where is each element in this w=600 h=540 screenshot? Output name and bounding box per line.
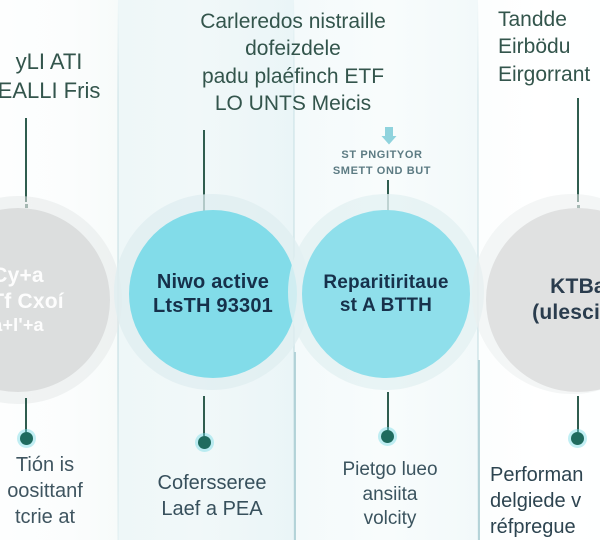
- bottom-caption-column-1: Tión is oosittanf tcrie at: [0, 452, 130, 530]
- connector-node-bottom-2: [198, 436, 211, 449]
- circle-cyan-two[interactable]: Reparitiritaue st A BTTH: [302, 210, 470, 378]
- top-heading-4-line-3: Eirgorrant: [498, 62, 591, 86]
- top-heading-column-2: Carleredos nistraille dofeizdele padu pl…: [148, 8, 438, 117]
- connector-stem-bottom-3: [387, 392, 389, 430]
- circle-4-line-2: (ulesciac: [532, 301, 600, 324]
- circle-3-line-2: st A BTTH: [339, 295, 433, 316]
- connector-stem-top-4: [577, 98, 579, 202]
- connector-node-bottom-4: [571, 432, 584, 445]
- circle-cyan-one[interactable]: Niwo active LtsTH 93301: [129, 210, 297, 378]
- lower-divider-rule-1: [294, 352, 296, 540]
- top-heading-1-line-2: EALLI Fris: [0, 77, 101, 103]
- bottom-caption-4-line-1: Performan: [490, 464, 584, 486]
- circle-4-line-1: KTBa: [550, 275, 600, 299]
- bottom-caption-1-line-2: oosittanf: [7, 480, 83, 502]
- bottom-caption-column-2: Cofersseree Laef a PEA: [126, 470, 298, 522]
- circle-1-line-3: a+I'+a: [0, 314, 44, 335]
- bottom-caption-2-line-1: Cofersseree: [157, 472, 267, 494]
- bottom-caption-column-3: Pietgo lueo ansiita volcity: [310, 458, 470, 532]
- connector-stem-bottom-4: [577, 396, 579, 432]
- top-heading-column-1: yLI ATI EALLI Fris: [0, 48, 134, 105]
- bottom-caption-column-4: Performan delgiede v réfpregue: [490, 462, 600, 540]
- mid-note-line-1: ST PNGITYOR: [341, 149, 423, 161]
- connector-stem-top-1: [25, 118, 27, 202]
- bottom-caption-3-line-2: ansiita: [362, 483, 418, 505]
- connector-stem-bottom-2: [203, 396, 205, 436]
- circle-3-line-1: Reparitiritaue: [323, 271, 449, 293]
- connector-stem-bottom-1: [25, 398, 27, 432]
- bottom-caption-1-line-1: Tión is: [15, 454, 75, 476]
- circle-1-line-1: Cy+a: [0, 264, 44, 288]
- bottom-caption-4-line-2: delgiede v: [490, 490, 582, 512]
- bottom-caption-3-line-1: Pietgo lueo: [342, 459, 438, 480]
- bottom-caption-2-line-2: Laef a PEA: [161, 498, 263, 520]
- top-heading-4-line-1: Tandde: [498, 8, 567, 31]
- top-heading-2-line-2: dofeizdele: [245, 37, 341, 61]
- top-heading-2-line-3: padu plaéfinch ETF: [201, 64, 385, 88]
- bottom-caption-4-line-3: réfpregue: [490, 516, 576, 538]
- circle-2-line-2: LtsTH 93301: [152, 295, 274, 317]
- arrow-down-icon: [381, 127, 397, 145]
- lower-divider-rule-2: [478, 360, 480, 540]
- circle-1-line-2: h Tf Cxoí: [0, 290, 64, 314]
- mid-note-label: ST PNGITYOR SMETT OND BUT: [302, 148, 462, 180]
- connector-node-bottom-1: [20, 432, 33, 445]
- top-heading-2-line-1: Carleredos nistraille: [200, 10, 386, 33]
- top-heading-2-line-4: LO UNTS Meicis: [214, 91, 372, 115]
- bottom-caption-1-line-3: tcrie at: [14, 506, 76, 528]
- mid-note-line-2: SMETT OND BUT: [332, 164, 432, 177]
- top-heading-1-line-1: yLI ATI: [15, 49, 83, 74]
- circle-2-line-1: Niwo active: [156, 270, 270, 293]
- top-heading-4-line-2: Eirbödu: [498, 35, 571, 59]
- connector-stem-top-2: [203, 130, 205, 216]
- connector-node-bottom-3: [381, 430, 394, 443]
- top-heading-column-4: Tandde Eirbödu Eirgorrant: [498, 6, 600, 88]
- bottom-caption-3-line-3: volcity: [363, 508, 417, 530]
